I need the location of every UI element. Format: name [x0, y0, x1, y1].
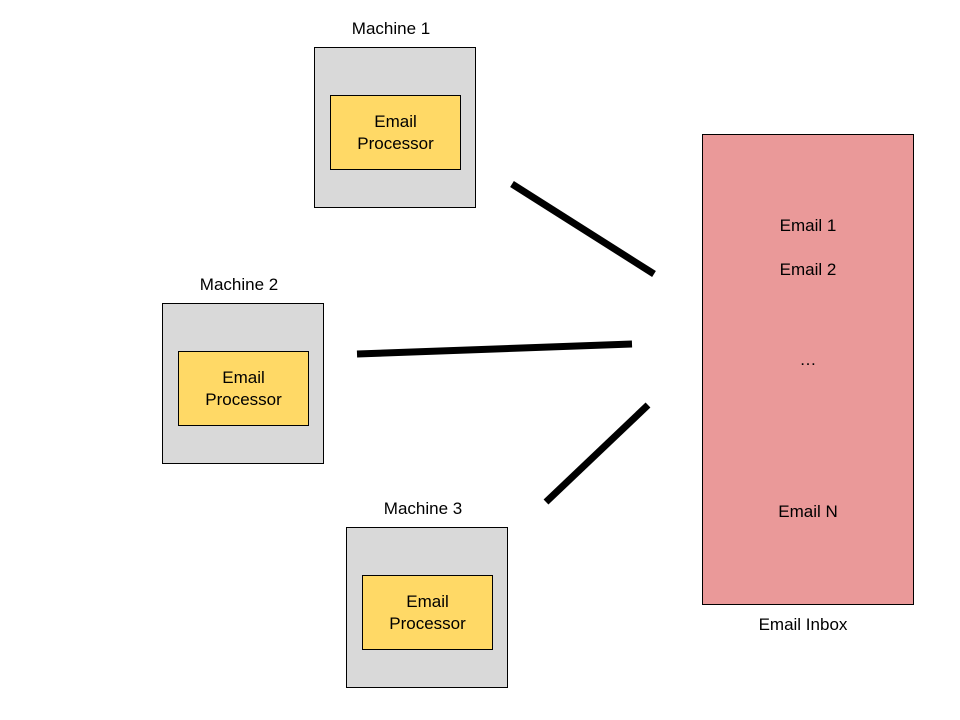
machine-3-label: Machine 3 [383, 499, 463, 518]
email-item-1: Email 1 [779, 216, 837, 235]
email-inbox-label: Email Inbox [758, 615, 848, 634]
machine-2-box: Email Processor [162, 303, 324, 464]
email-item-2: Email 2 [779, 260, 837, 279]
email-inbox-box: Email 1 Email 2 … Email N [702, 134, 914, 605]
connector-machine-3 [543, 402, 651, 505]
machine-1-label: Machine 1 [351, 19, 431, 38]
machine-1-box: Email Processor [314, 47, 476, 208]
connector-machine-2 [356, 340, 633, 358]
machine-3-box: Email Processor [346, 527, 508, 688]
email-item-n: Email N [778, 502, 838, 521]
email-item-ellipsis: … [799, 350, 817, 369]
email-processor-2: Email Processor [178, 351, 309, 426]
connector-machine-1 [510, 181, 656, 277]
email-processor-1: Email Processor [330, 95, 461, 170]
email-processor-3: Email Processor [362, 575, 493, 650]
machine-2-label: Machine 2 [199, 275, 279, 294]
